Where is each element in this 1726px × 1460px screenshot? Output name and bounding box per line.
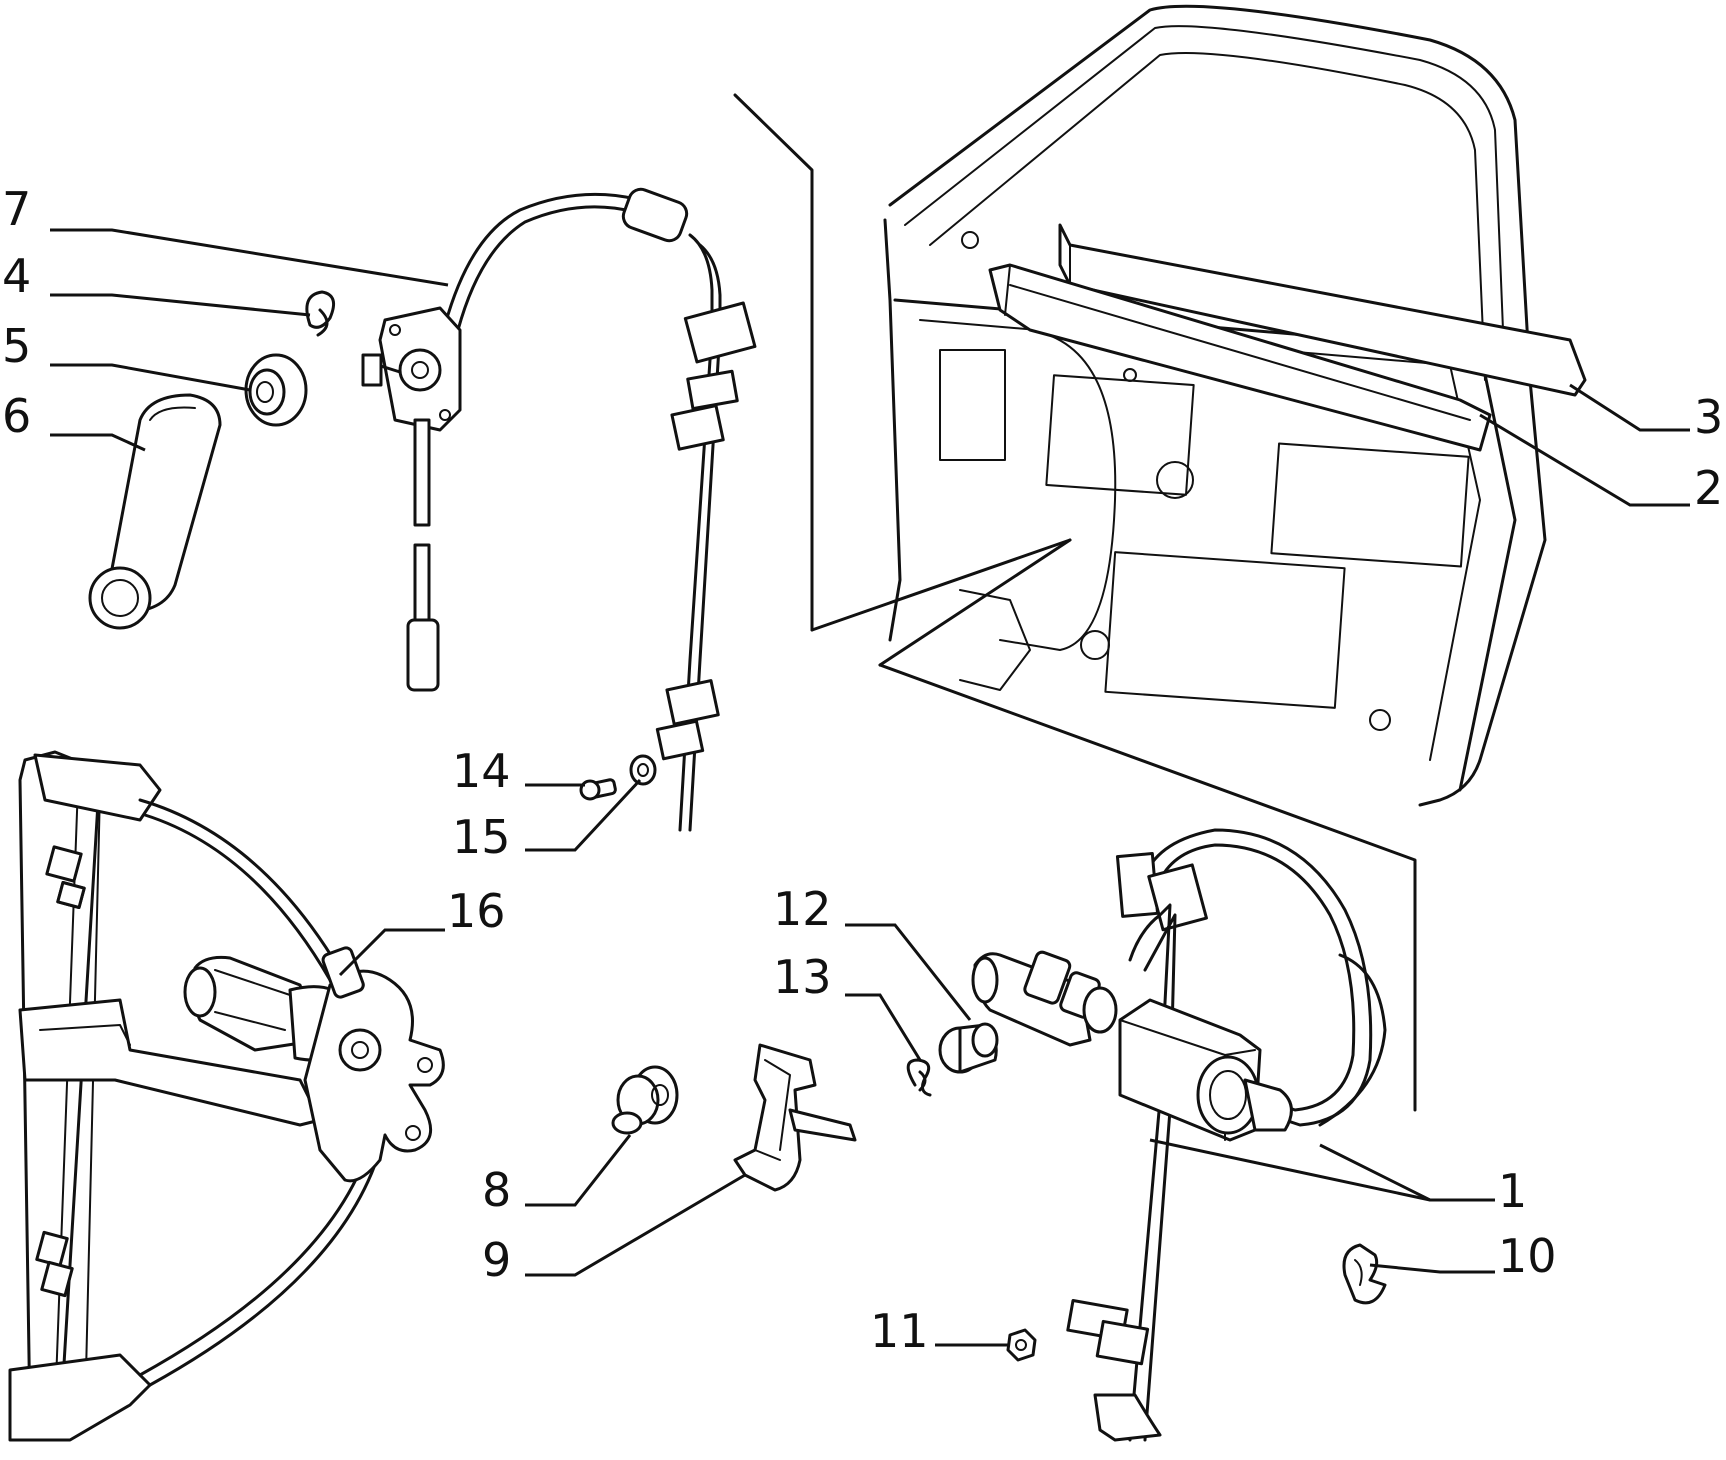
leader-3 [1569,383,1690,432]
manual-window-regulator [88,187,757,832]
upper-window-channel [1058,223,1587,397]
callout-1: 1 [1498,1164,1527,1218]
clip-ring [1342,1243,1387,1305]
escutcheon-washer [244,353,308,427]
regulator-motor-housing [1118,998,1293,1142]
leader-16 [338,928,445,977]
leader-7 [50,228,449,287]
grommet [611,1065,679,1135]
callout-12: 12 [773,882,832,936]
washer [629,754,657,786]
leader-12 [845,923,972,1021]
spring-clip-small [906,1058,932,1097]
callout-15: 15 [452,810,511,864]
leader-4 [50,293,311,317]
callout-5: 5 [2,319,31,373]
callout-11: 11 [870,1304,929,1358]
callout-10: 10 [1498,1229,1557,1283]
callout-14: 14 [452,744,511,798]
electric-window-regulator [8,750,445,1442]
callout-16: 16 [447,884,506,938]
callout-13: 13 [773,950,832,1004]
leader-15 [525,778,642,852]
callout-4: 4 [2,249,31,303]
cable-bracket [733,1043,857,1192]
leader-8 [525,1134,632,1207]
leader-lines [50,228,1690,1347]
lower-window-channel [988,263,1492,452]
leader-13 [845,993,922,1061]
callout-2: 2 [1694,461,1723,515]
callout-3: 3 [1694,390,1723,444]
leader-10 [1369,1263,1495,1274]
leader-1a [1149,1138,1431,1202]
callout-7: 7 [2,182,31,236]
leader-5 [50,363,251,392]
leader-6 [50,433,146,452]
callout-6: 6 [2,389,31,443]
nut [1006,1328,1037,1362]
leader-9 [525,1173,746,1277]
door-shell [733,4,1587,1112]
bushing [938,1022,999,1074]
spring-clip [305,290,336,337]
window-crank-handle [88,393,222,630]
callout-8: 8 [482,1163,511,1217]
leader-1b [1319,1143,1495,1202]
electric-regulator-assembly [971,828,1387,1442]
screw [579,778,617,801]
callout-9: 9 [482,1233,511,1287]
leader-2 [1479,413,1690,507]
regulator-motor [183,946,445,1183]
callout-labels: 1 2 3 4 5 6 7 8 9 10 11 12 13 14 15 16 [2,182,1723,1358]
